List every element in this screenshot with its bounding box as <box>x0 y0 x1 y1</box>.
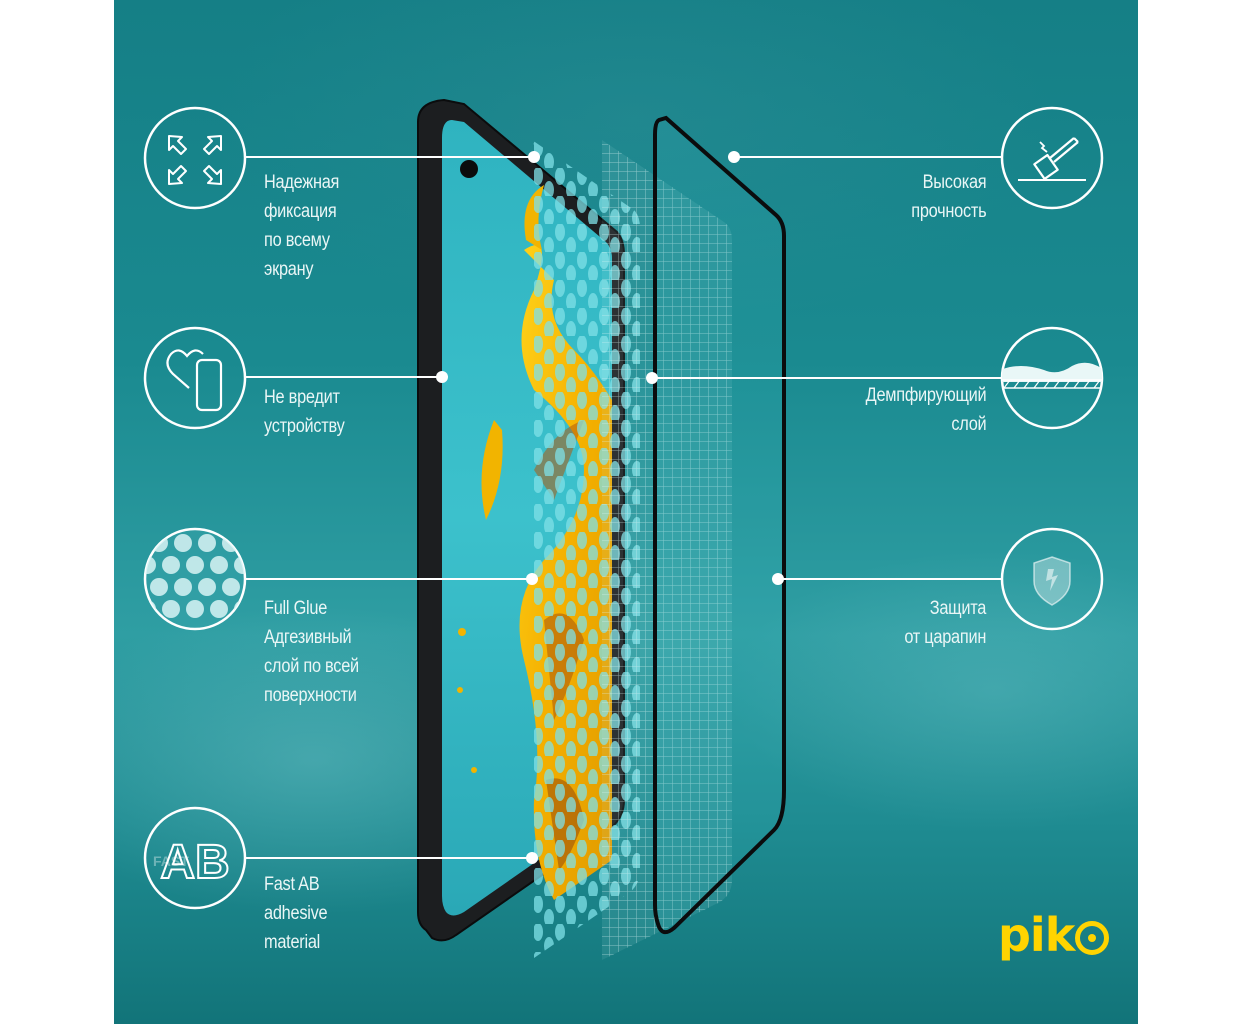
brand-o-mark <box>1075 921 1110 955</box>
glass-layer <box>653 115 786 935</box>
label-safe-device: Не вредит устройству <box>264 387 345 437</box>
piko-logo: pik <box>998 908 1110 968</box>
label-scratch: Защита от царапин <box>904 598 986 648</box>
ab-letters-icon: FAST AB <box>143 806 247 910</box>
brand-text: pik <box>998 908 1075 962</box>
label-strength: Высокая прочность <box>910 172 986 222</box>
label-damping: Демпфирующий слой <box>865 385 986 435</box>
label-full-glue: Full Glue Адгезивный слой по всей поверх… <box>264 598 359 706</box>
connector-lines <box>246 151 1002 864</box>
phone-layers-illustration <box>246 98 1002 960</box>
shield-icon <box>1000 527 1104 631</box>
damping-grid-layer <box>602 140 732 960</box>
dots-pattern-icon <box>143 527 247 631</box>
ab-watermark: FAST <box>153 853 189 869</box>
label-fast-ab: Fast AB adhesive material <box>264 874 328 953</box>
product-infographic: FAST AB <box>114 0 1138 1024</box>
label-fixation: Надежная фиксация по всему экрану <box>264 172 340 280</box>
damping-layer-icon <box>1000 326 1104 430</box>
ab-text: AB <box>160 836 229 889</box>
hammer-icon <box>1000 106 1104 210</box>
expand-arrows-icon <box>143 106 247 210</box>
heart-phone-icon <box>143 326 247 430</box>
